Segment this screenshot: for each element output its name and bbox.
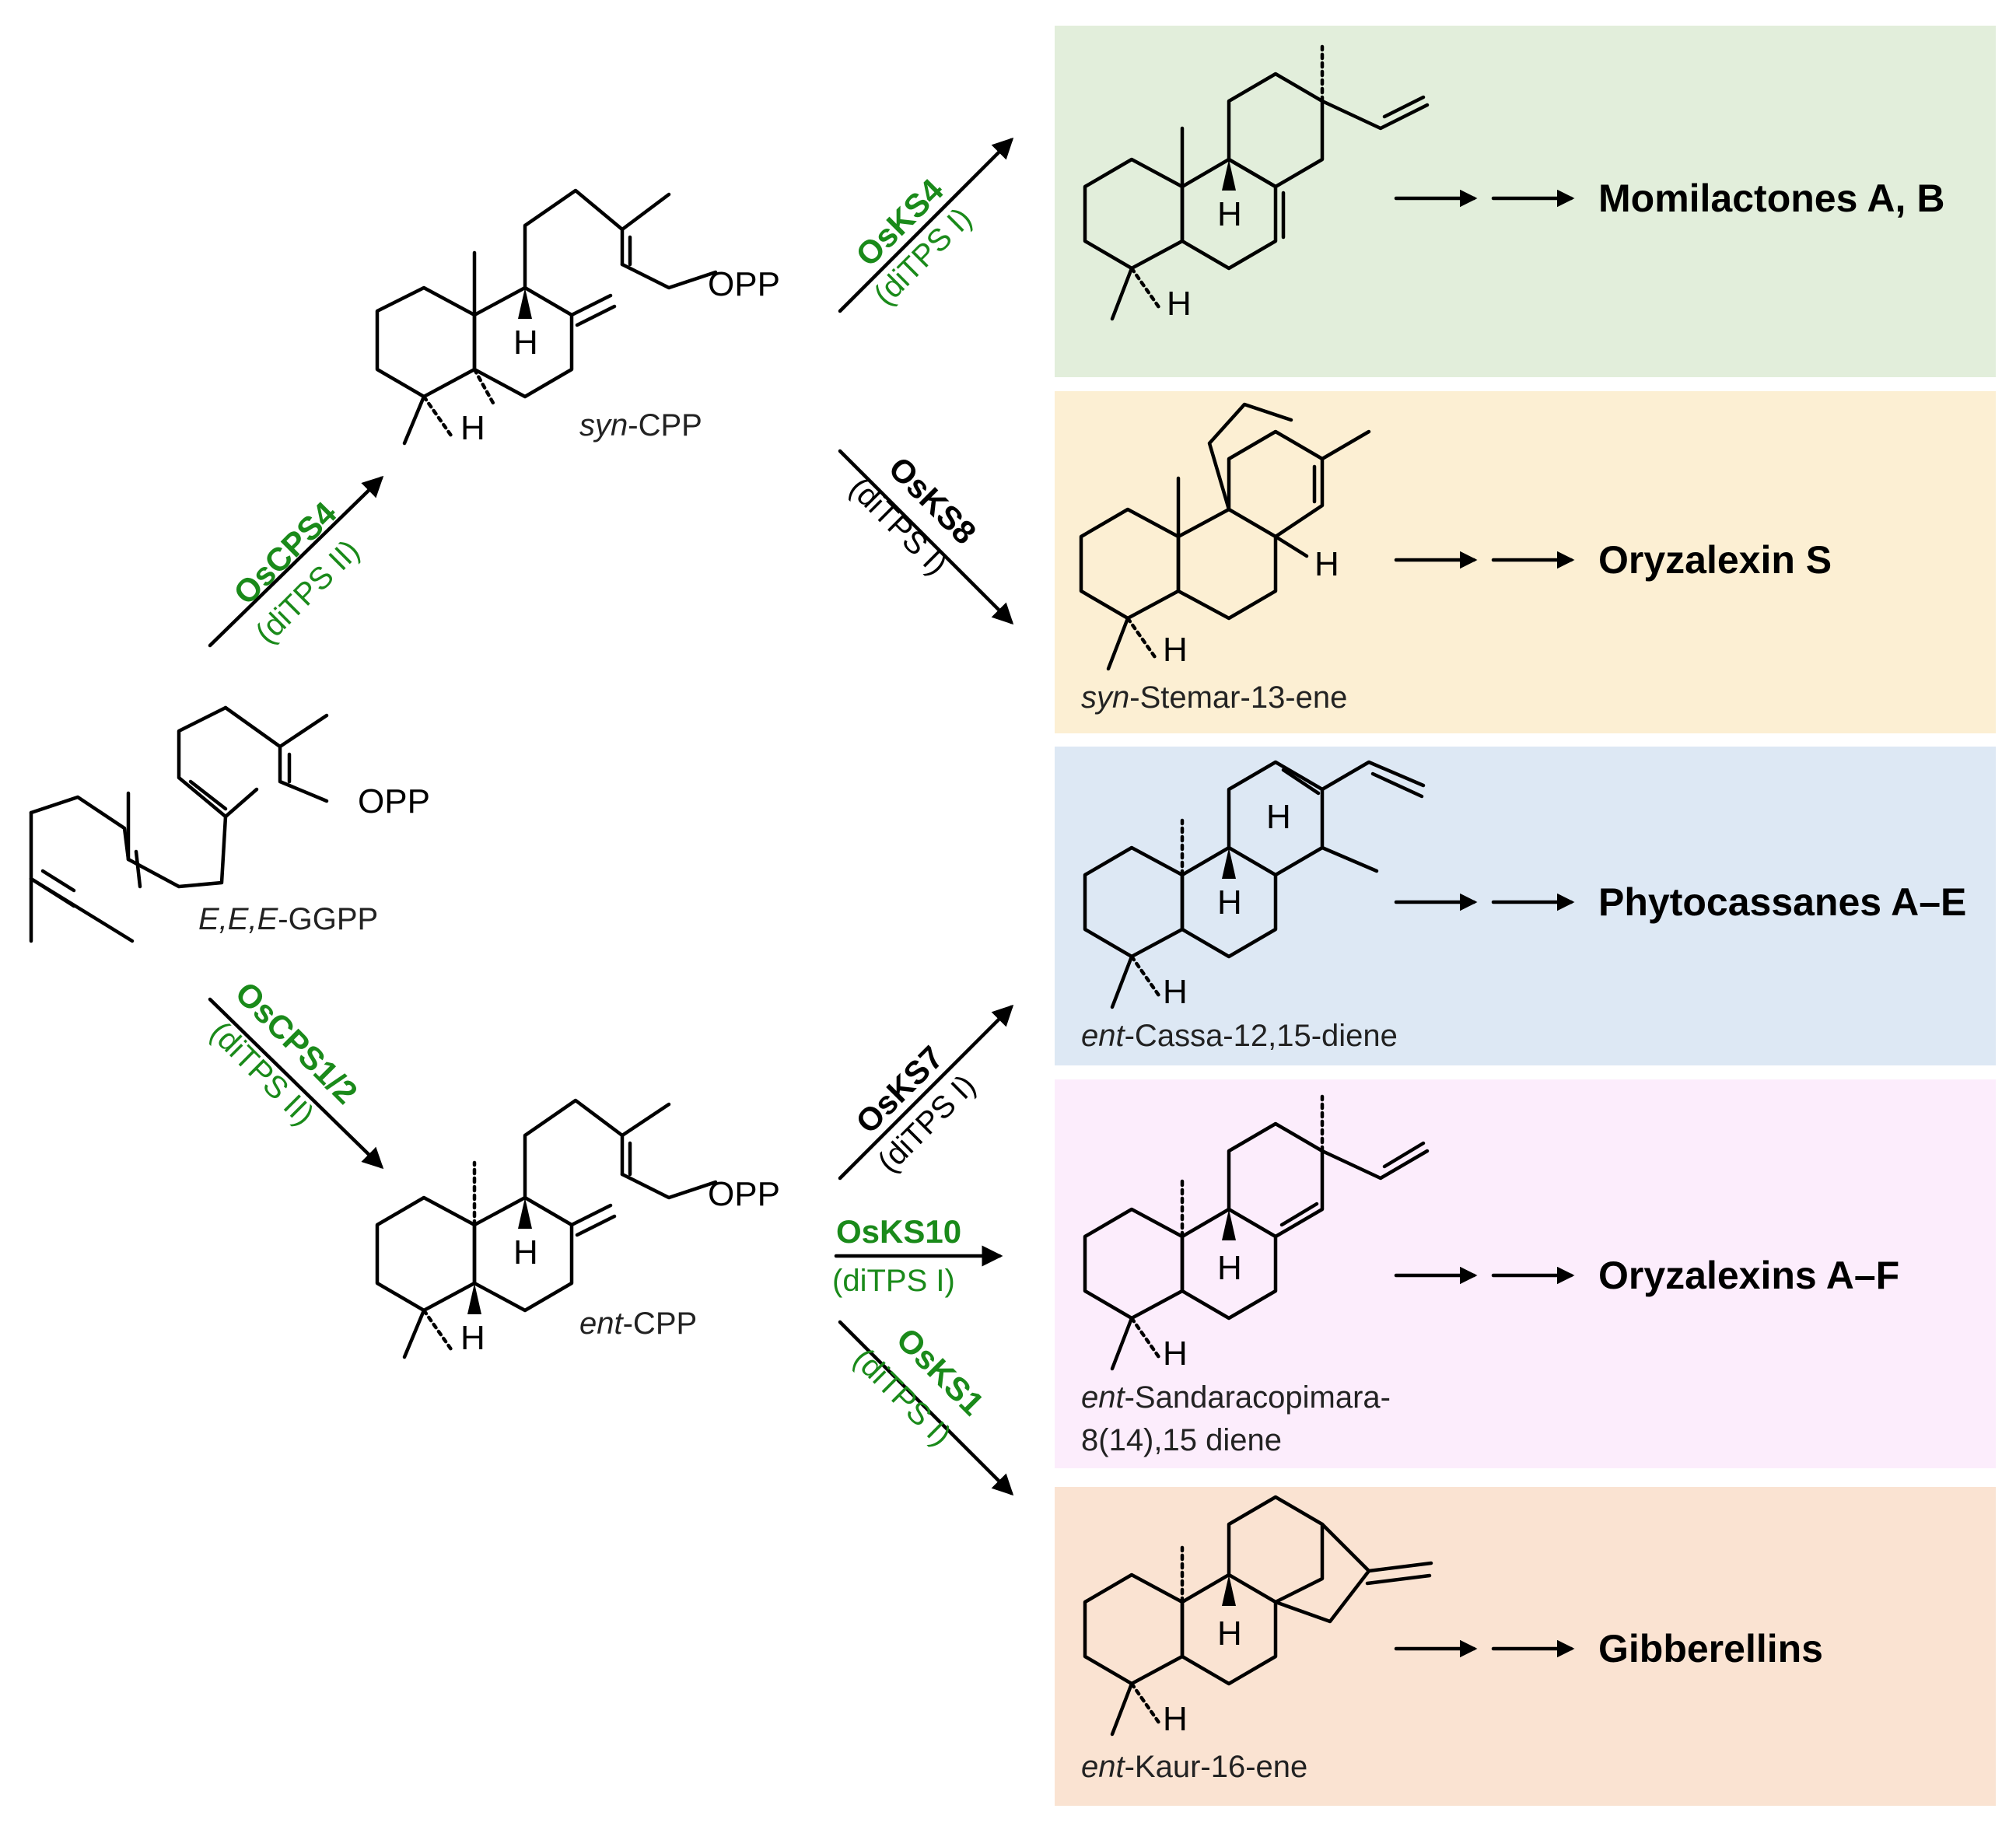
ent-cassadiene-structure: H H H ent-Cassa-12,15-diene (1081, 760, 1426, 1053)
arrow-osks10: OsKS10 (diTPS I) (832, 1213, 1003, 1298)
box-momilactones (1055, 26, 1996, 377)
arrow-osks1: OsKS1 (diTPS I) (838, 1320, 1014, 1496)
box5-h2-label: H (1163, 1700, 1188, 1738)
product-row-2: Oryzalexin S (1394, 538, 1832, 582)
syn-stemarene-structure: H H syn-Stemar-13-ene (1079, 402, 1371, 715)
arrow-oscps12: OsCPS1/2 (diTPS II) (204, 974, 384, 1170)
product-momilactones: Momilactones A, B (1598, 177, 1944, 220)
ent-sandaracopimaradiene-name: ent-Sandaracopimara- (1081, 1380, 1391, 1415)
ent-cpp-structure: H H OPP ent-CPP (375, 1098, 780, 1359)
syn-cpp-name: syn-CPP (579, 408, 702, 443)
ggpp-name: E,E,E-GGPP (198, 902, 378, 936)
box1-h-label: H (1217, 195, 1242, 233)
box4-h-label: H (1217, 1249, 1242, 1287)
box3-h-label: H (1217, 883, 1242, 922)
ent-cpp-h-label: H (513, 1233, 538, 1272)
arrow-oscps4: OsCPS4 (diTPS II) (208, 475, 384, 650)
arrow-osks7: OsKS7 (diTPS I) (838, 1004, 1014, 1181)
ggpp-structure: OPP E,E,E-GGPP (29, 705, 430, 943)
box2-h2-label: H (1163, 631, 1188, 669)
ent-kaurene-structure: H H ent-Kaur-16-ene (1081, 1495, 1433, 1784)
syn-pimaradiene-structure: H H (1083, 44, 1430, 323)
product-phytocassanes: Phytocassanes A–E (1598, 880, 1966, 924)
syn-stemarene-name: syn-Stemar-13-ene (1081, 680, 1347, 715)
product-row-3: Phytocassanes A–E (1394, 880, 1966, 924)
osks10-label: OsKS10 (836, 1213, 961, 1250)
box3-h2-label: H (1163, 973, 1188, 1011)
arrow-osks4: OsKS4 (diTPS I) (838, 137, 1014, 313)
syn-cpp-h-label: H (513, 324, 538, 362)
syn-cpp-structure: H H OPP syn-CPP (375, 188, 780, 447)
ent-sandaracopimaradiene-structure: H H ent-Sandaracopimara- 8(14),15 diene (1081, 1094, 1430, 1457)
product-oryzalexins: Oryzalexins A–F (1598, 1254, 1899, 1297)
ent-cpp-opp-label: OPP (708, 1175, 780, 1213)
box3-h3-label: H (1266, 798, 1291, 836)
ent-kaurene-name: ent-Kaur-16-ene (1081, 1750, 1307, 1784)
box5-h-label: H (1217, 1614, 1242, 1653)
ent-cpp-name: ent-CPP (579, 1307, 697, 1341)
ent-cpp-h2-label: H (460, 1319, 485, 1357)
arrow-osks8: OsKS8 (diTPS I) (838, 449, 1014, 625)
box1-h2-label: H (1167, 285, 1192, 323)
osks10-class: (diTPS I) (832, 1264, 955, 1298)
ent-cassadiene-name: ent-Cassa-12,15-diene (1081, 1019, 1398, 1053)
box-gibberellins (1055, 1487, 1996, 1806)
product-gibberellins: Gibberellins (1598, 1627, 1823, 1670)
box-phytocassanes (1055, 747, 1996, 1065)
syn-cpp-opp-label: OPP (708, 265, 780, 303)
product-row-4: Oryzalexins A–F (1394, 1254, 1899, 1297)
product-row-1: Momilactones A, B (1394, 177, 1944, 220)
ggpp-opp-label: OPP (358, 782, 430, 820)
ent-sandaracopimaradiene-name-line2: 8(14),15 diene (1081, 1423, 1282, 1457)
box2-h-label: H (1314, 545, 1339, 583)
product-row-5: Gibberellins (1394, 1627, 1823, 1670)
box4-h2-label: H (1163, 1335, 1188, 1373)
syn-cpp-h2-label: H (460, 409, 485, 447)
product-oryzalexin-s: Oryzalexin S (1598, 538, 1832, 582)
